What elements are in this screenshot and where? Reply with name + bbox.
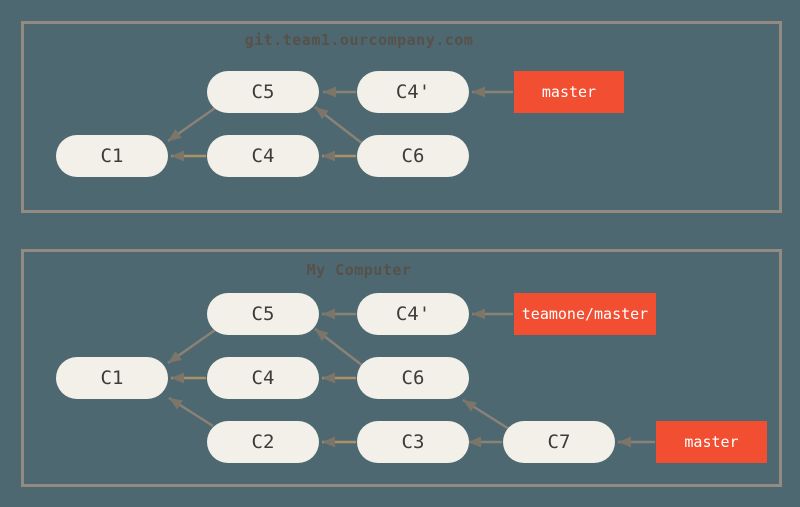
commit-label: C2	[251, 431, 275, 453]
commit-label: C4'	[395, 303, 431, 325]
commit-node-c4-prime-remote: C4'	[357, 71, 469, 113]
branch-label-text: teamone/master	[521, 305, 649, 323]
commit-label: C5	[251, 81, 275, 103]
edge-c6-c5-remote	[314, 106, 364, 145]
edge-c7-c6-local	[462, 398, 510, 431]
commit-node-c5-remote: C5	[207, 71, 319, 113]
commit-label: C6	[401, 145, 425, 167]
commit-node-c7-local: C7	[503, 421, 615, 463]
branch-label-master-local: master	[656, 421, 767, 463]
branch-label-text: master	[684, 433, 739, 451]
edge-c6-c5-local	[314, 328, 364, 367]
commit-node-c6-local: C6	[357, 357, 469, 399]
repo-box-local	[21, 249, 782, 487]
commit-node-c4-local: C4	[207, 357, 319, 399]
repo-title-local: My Computer	[306, 261, 412, 279]
commit-label: C4	[251, 145, 275, 167]
commit-label: C5	[251, 303, 275, 325]
commit-node-c1-local: C1	[56, 357, 168, 399]
commit-label: C7	[547, 431, 571, 453]
commit-node-c6-remote: C6	[357, 135, 469, 177]
commit-label: C1	[100, 145, 124, 167]
commit-label: C3	[401, 431, 425, 453]
commit-node-c2-local: C2	[207, 421, 319, 463]
commit-label: C1	[100, 367, 124, 389]
commit-label: C4	[251, 367, 275, 389]
commit-node-c3-local: C3	[357, 421, 469, 463]
edge-c2-c1-local	[168, 396, 214, 428]
repo-title-remote: git.team1.ourcompany.com	[244, 31, 474, 49]
branch-label-teamone-master-local: teamone/master	[514, 293, 656, 335]
edge-c5-c1-local	[167, 328, 216, 365]
branch-label-master-remote: master	[514, 71, 624, 113]
edge-c5-c1-remote	[167, 106, 216, 143]
commit-node-c4-prime-local: C4'	[357, 293, 469, 335]
commit-node-c1-remote: C1	[56, 135, 168, 177]
commit-label: C4'	[395, 81, 431, 103]
commit-node-c4-remote: C4	[207, 135, 319, 177]
repo-box-remote	[21, 21, 782, 213]
commit-label: C6	[401, 367, 425, 389]
branch-label-text: master	[541, 83, 597, 101]
commit-node-c5-local: C5	[207, 293, 319, 335]
